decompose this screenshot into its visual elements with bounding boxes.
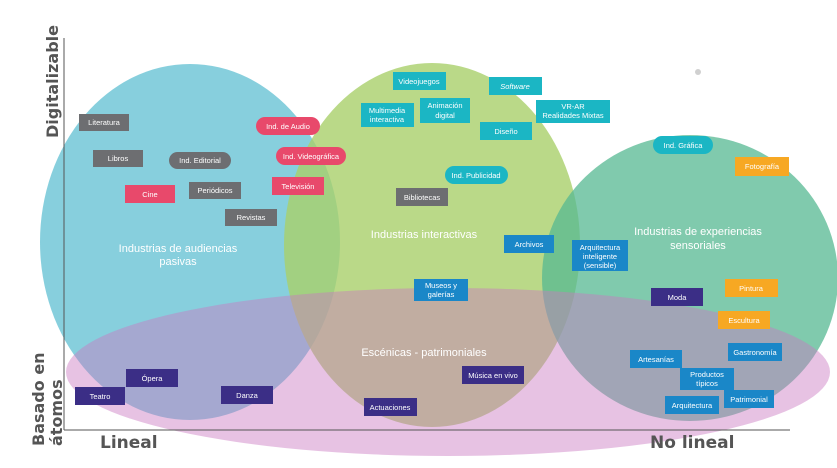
tag-ind-editorial: Ind. Editorial: [169, 152, 231, 169]
svg-text:Música en vivo: Música en vivo: [468, 371, 518, 380]
svg-text:Diseño: Diseño: [494, 127, 517, 136]
svg-text:Ind. Publicidad: Ind. Publicidad: [451, 171, 500, 180]
svg-text:Ind. de Audio: Ind. de Audio: [266, 122, 310, 131]
x-axis-left-label: Lineal: [100, 433, 158, 453]
x-axis-right-label: No lineal: [650, 433, 734, 453]
tag-ind-grafica: Ind. Gráfica: [653, 136, 713, 154]
svg-text:Libros: Libros: [108, 154, 129, 163]
svg-text:Revistas: Revistas: [237, 213, 266, 222]
region-passive-label-1: Industrias de audiencias: [119, 243, 238, 255]
tag-diseno: Diseño: [480, 122, 532, 140]
svg-text:Moda: Moda: [668, 293, 688, 302]
svg-text:Ópera: Ópera: [142, 374, 164, 383]
tag-revistas: Revistas: [225, 209, 277, 226]
svg-text:Gastronomía: Gastronomía: [733, 348, 777, 357]
svg-text:Animación: Animación: [427, 101, 462, 110]
svg-text:(sensible): (sensible): [584, 261, 617, 270]
svg-text:Fotografía: Fotografía: [745, 162, 780, 171]
region-interactive-label: Industrias interactivas: [371, 229, 478, 241]
interactive-circle: [284, 63, 580, 427]
svg-text:Software: Software: [500, 82, 530, 91]
y-axis-bottom-label-1: Basado en: [29, 352, 48, 446]
svg-text:Ind. Editorial: Ind. Editorial: [179, 156, 221, 165]
tag-teatro: Teatro: [75, 387, 125, 405]
tag-multimedia-interactiva: Multimedia interactiva: [361, 103, 414, 127]
svg-text:Realidades Mixtas: Realidades Mixtas: [542, 111, 604, 120]
tag-animacion-digital: Animación digital: [420, 98, 470, 123]
svg-text:Multimedia: Multimedia: [369, 106, 406, 115]
tag-fotografia: Fotografía: [735, 157, 789, 176]
tag-opera: Ópera: [126, 369, 178, 387]
tag-ind-videografica: Ind. Videográfica: [276, 147, 346, 165]
svg-text:Arquitectura: Arquitectura: [672, 401, 713, 410]
tag-bibliotecas: Bibliotecas: [396, 188, 448, 206]
svg-text:Escultura: Escultura: [728, 316, 760, 325]
svg-text:Actuaciones: Actuaciones: [370, 403, 411, 412]
tag-arquitectura-inteligente: Arquitectura inteligente (sensible): [572, 240, 628, 271]
svg-text:Archivos: Archivos: [515, 240, 544, 249]
decorative-dot: [695, 69, 701, 75]
svg-text:Televisión: Televisión: [282, 182, 315, 191]
svg-text:típicos: típicos: [696, 379, 718, 388]
tag-videojuegos: Videojuegos: [393, 72, 446, 90]
region-scenic-label: Escénicas - patrimoniales: [361, 347, 487, 359]
tag-ind-publicidad: Ind. Publicidad: [445, 166, 508, 184]
tag-danza: Danza: [221, 386, 273, 404]
svg-text:Videojuegos: Videojuegos: [398, 77, 439, 86]
svg-text:Teatro: Teatro: [90, 392, 111, 401]
y-axis-bottom-label-2: átomos: [47, 379, 66, 446]
tag-arquitectura: Arquitectura: [665, 396, 719, 414]
tag-vr-ar: VR-AR Realidades Mixtas: [536, 100, 610, 123]
svg-text:interactiva: interactiva: [370, 115, 405, 124]
svg-text:Patrimonial: Patrimonial: [730, 395, 768, 404]
tag-musica-en-vivo: Música en vivo: [462, 366, 524, 384]
svg-text:inteligente: inteligente: [583, 252, 617, 261]
svg-text:Museos y: Museos y: [425, 281, 457, 290]
tag-pintura: Pintura: [725, 279, 778, 297]
svg-text:galerías: galerías: [428, 290, 455, 299]
tag-artesanias: Artesanías: [630, 350, 682, 368]
svg-text:Ind. Gráfica: Ind. Gráfica: [664, 141, 704, 150]
tag-literatura: Literatura: [79, 114, 129, 131]
tag-cine: Cine: [125, 185, 175, 203]
tag-television: Televisión: [272, 177, 324, 195]
svg-text:Periódicos: Periódicos: [197, 186, 232, 195]
tag-ind-audio: Ind. de Audio: [256, 117, 320, 135]
tag-escultura: Escultura: [718, 311, 770, 329]
tag-archivos: Archivos: [504, 235, 554, 253]
svg-text:Literatura: Literatura: [88, 118, 121, 127]
svg-text:digital: digital: [435, 111, 455, 120]
svg-text:Ind. Videográfica: Ind. Videográfica: [283, 152, 340, 161]
tag-patrimonial: Patrimonial: [724, 390, 774, 408]
svg-text:Danza: Danza: [236, 391, 259, 400]
tag-productos-tipicos: Productos típicos: [680, 368, 734, 390]
tag-actuaciones: Actuaciones: [364, 398, 417, 416]
region-experience-label-2: sensoriales: [670, 240, 726, 252]
svg-text:Arquitectura: Arquitectura: [580, 243, 621, 252]
region-experience-label-1: Industrias de experiencias: [634, 226, 762, 238]
tag-gastronomia: Gastronomía: [728, 343, 782, 361]
svg-text:Pintura: Pintura: [739, 284, 764, 293]
svg-text:Bibliotecas: Bibliotecas: [404, 193, 441, 202]
tag-moda: Moda: [651, 288, 703, 306]
svg-text:Artesanías: Artesanías: [638, 355, 674, 364]
region-passive-label-2: pasivas: [159, 256, 197, 268]
tag-museos-galerias: Museos y galerías: [414, 279, 468, 301]
svg-text:Productos: Productos: [690, 370, 724, 379]
svg-text:VR-AR: VR-AR: [561, 102, 585, 111]
tag-periodicos: Periódicos: [189, 182, 241, 199]
tag-software: Software: [489, 77, 542, 95]
scenic-heritage-ellipse: [66, 288, 830, 456]
y-axis-top-label: Digitalizable: [43, 25, 62, 138]
svg-text:Cine: Cine: [142, 190, 157, 199]
tag-libros: Libros: [93, 150, 143, 167]
